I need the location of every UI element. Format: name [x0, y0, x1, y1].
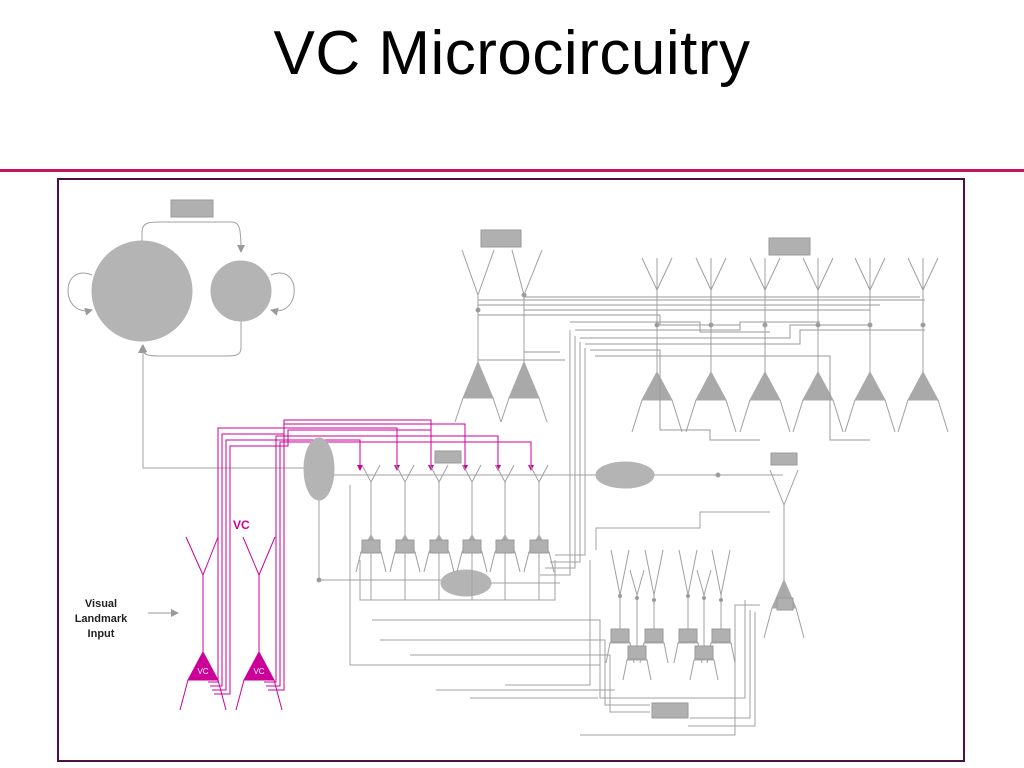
right-standalone-cell — [580, 469, 805, 736]
attractor-network-group — [67, 199, 318, 469]
top-right-pyramidal-row — [631, 237, 949, 433]
top-bus-lines — [478, 296, 925, 441]
vc-network — [185, 419, 534, 695]
vc-cells: VC VC — [179, 650, 283, 711]
connector-dot — [634, 595, 640, 601]
connector-dot — [718, 597, 724, 603]
top-right-pyramidal-cell — [897, 257, 949, 433]
top-right-pyramidal-cell — [631, 257, 683, 433]
label-box-bottom — [651, 702, 689, 719]
connector-dot — [701, 595, 707, 601]
connector-dot — [651, 597, 657, 603]
input-label-line-2: Landmark — [75, 613, 128, 625]
vc-cell-1-label: VC — [197, 667, 208, 676]
top-right-pyramidal-cell — [792, 257, 844, 433]
middle-column-cell — [423, 464, 455, 600]
slide-title: VC Microcircuitry — [273, 19, 751, 88]
middle-column-cell — [389, 464, 421, 600]
top-middle-pyramidal-pair — [454, 229, 548, 423]
middle-column-cells — [355, 464, 555, 600]
vc-layer-label: VC — [233, 518, 250, 532]
bottom-right-cluster — [372, 330, 770, 727]
middle-column-cell — [489, 464, 521, 600]
label-box-middle — [434, 450, 462, 464]
attractor-label-box — [170, 199, 214, 218]
input-label-line-3: Input — [88, 628, 115, 640]
label-box-top-middle — [480, 229, 522, 248]
small-attractor-circle — [210, 260, 272, 322]
visual-landmark-input: Visual Landmark Input — [75, 598, 179, 640]
bottom-cluster-cell — [622, 569, 652, 681]
connector-dot — [617, 593, 623, 599]
middle-right-ellipse — [595, 461, 655, 489]
bottom-cluster-cell — [706, 549, 736, 664]
middle-layer — [303, 437, 798, 666]
input-label-line-1: Visual — [85, 598, 117, 610]
middle-column-cell — [523, 464, 555, 600]
label-box-right-middle — [770, 452, 798, 466]
top-right-pyramidal-cell — [739, 257, 791, 433]
top-right-pyramidal-cell — [685, 257, 737, 433]
left-vertical-ellipse — [303, 437, 335, 501]
title-divider — [0, 169, 1024, 172]
middle-lower-ellipse — [440, 569, 492, 597]
label-box-top-right — [768, 237, 811, 256]
large-attractor-circle — [91, 240, 193, 342]
connector-dot — [685, 593, 691, 599]
vc-cell-2: VC — [235, 650, 283, 711]
middle-column-cell — [355, 464, 387, 600]
top-right-pyramidal-cell — [844, 257, 896, 433]
middle-column-cell — [456, 464, 488, 600]
bottom-cluster-cell — [689, 569, 719, 681]
vc-cell-1: VC — [179, 650, 227, 711]
vc-cell-2-label: VC — [253, 667, 264, 676]
